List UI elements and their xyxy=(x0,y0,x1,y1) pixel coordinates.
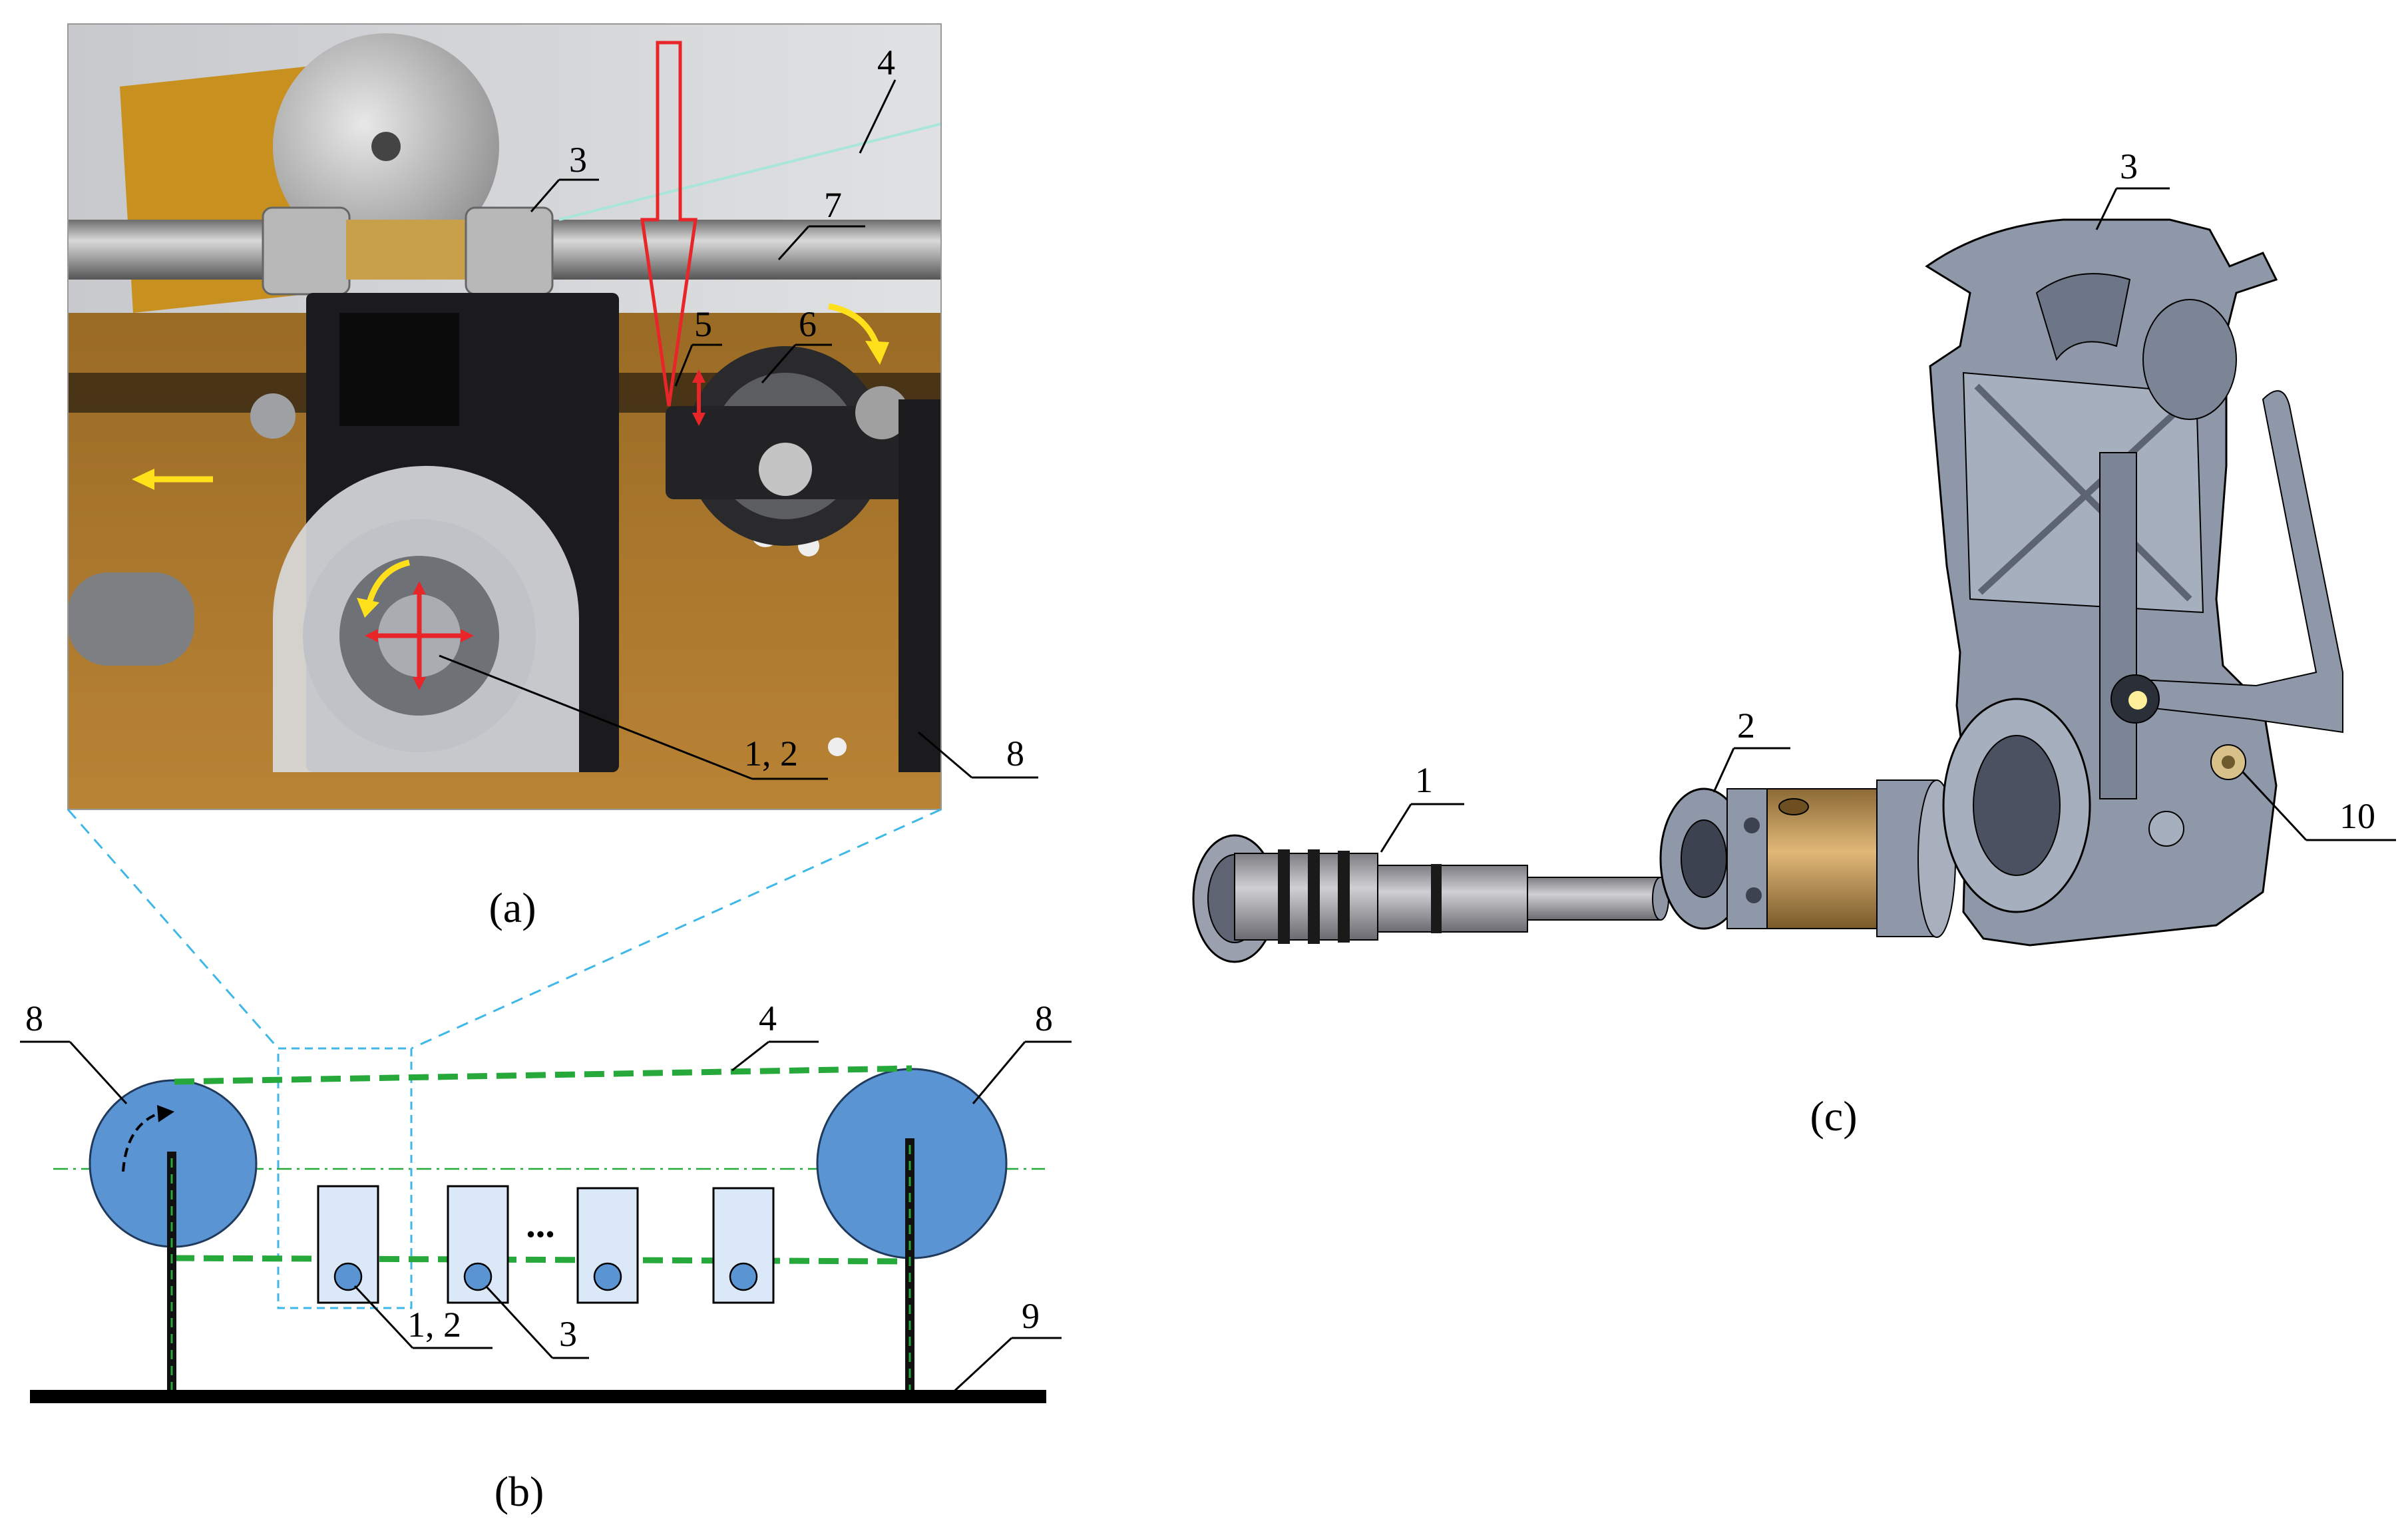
photo-annotations: 4 3 7 5 6 1, 2 8 xyxy=(439,43,1038,780)
caption-b: (b) xyxy=(495,1468,544,1515)
part-3-holder-housing xyxy=(1925,218,2343,947)
leader-line xyxy=(439,654,753,780)
left-connector xyxy=(250,393,296,439)
label-3: 3 xyxy=(569,140,587,180)
belt-bottom xyxy=(174,1255,912,1265)
spool-rotation-arrow-icon xyxy=(357,559,411,618)
schematic-annotations: 8 4 8 1, 2 3 9 xyxy=(20,998,1072,1398)
holder-2-spool xyxy=(463,1262,493,1291)
panel-hole xyxy=(828,738,847,756)
label-1-2-schematic: 1, 2 xyxy=(407,1305,461,1345)
thread xyxy=(558,122,941,221)
roll-rotation-arrow-icon xyxy=(122,1105,174,1172)
leader-line xyxy=(859,79,897,154)
leader-line xyxy=(674,344,694,387)
cad-annotations: 3 1 2 10 xyxy=(1380,146,2396,853)
feed-direction-arrow-icon xyxy=(132,469,213,490)
label-2-cad: 2 xyxy=(1737,706,1755,746)
leader-line xyxy=(69,1040,128,1105)
leader-line xyxy=(353,1285,414,1349)
schematic-panel: ... xyxy=(30,1047,1046,1403)
label-6: 6 xyxy=(799,304,817,344)
part-2-bushing xyxy=(1659,779,1956,938)
caption-c: (c) xyxy=(1810,1092,1857,1140)
holder-1-spool xyxy=(333,1262,363,1291)
leader-line xyxy=(777,225,810,261)
leader-line xyxy=(2242,771,2308,841)
label-3-schematic: 3 xyxy=(559,1314,577,1354)
load-direction-arrow-icon xyxy=(640,41,698,407)
leader-line xyxy=(972,1041,1026,1104)
part-1-spool-shaft xyxy=(1192,834,1669,963)
leader-line xyxy=(1380,803,1412,853)
cad-panel xyxy=(1192,218,2343,963)
rod-clamp-left xyxy=(262,206,351,296)
holder-3-spool xyxy=(593,1262,622,1291)
caption-a: (a) xyxy=(489,884,536,931)
leader-line xyxy=(485,1285,554,1359)
label-4-belt: 4 xyxy=(759,998,777,1038)
photo-panel xyxy=(68,24,941,809)
label-8: 8 xyxy=(1006,734,1024,773)
leader-line xyxy=(2095,188,2118,230)
disk-hub xyxy=(371,132,401,161)
rod-clamp-right xyxy=(465,206,554,296)
vertical-motion-arrow-icon xyxy=(692,369,705,426)
leader-line xyxy=(1712,748,1735,793)
tension-nut xyxy=(759,443,812,496)
label-5: 5 xyxy=(694,304,712,344)
holder-4-spool xyxy=(729,1262,758,1291)
label-8-right: 8 xyxy=(1035,998,1053,1038)
more-holders-ellipsis: ... xyxy=(526,1202,555,1245)
photo-frame xyxy=(67,23,942,810)
holder-window xyxy=(339,313,459,426)
zoom-box xyxy=(277,1047,413,1309)
label-4: 4 xyxy=(877,43,895,83)
leader-line xyxy=(947,1337,1013,1398)
label-3-cad: 3 xyxy=(2120,146,2138,186)
pulley-rotation-arrow-icon xyxy=(828,303,889,365)
left-cylinder xyxy=(68,572,194,666)
leader-line xyxy=(530,179,560,212)
label-8-left: 8 xyxy=(25,998,43,1038)
label-7: 7 xyxy=(824,185,842,225)
label-1-cad: 1 xyxy=(1415,760,1433,800)
radial-motion-arrows-icon xyxy=(365,581,474,690)
label-9: 9 xyxy=(1022,1296,1040,1336)
adjacent-holder xyxy=(899,399,941,772)
leader-line xyxy=(918,731,972,779)
cable-connector xyxy=(855,386,908,439)
belt-top xyxy=(174,1065,912,1085)
leader-line xyxy=(731,1040,769,1072)
label-1-2: 1, 2 xyxy=(744,734,798,773)
bronze-bushing xyxy=(346,220,479,280)
label-10: 10 xyxy=(2339,796,2375,836)
leader-line xyxy=(761,344,797,383)
zoom-connectors xyxy=(67,808,942,1050)
